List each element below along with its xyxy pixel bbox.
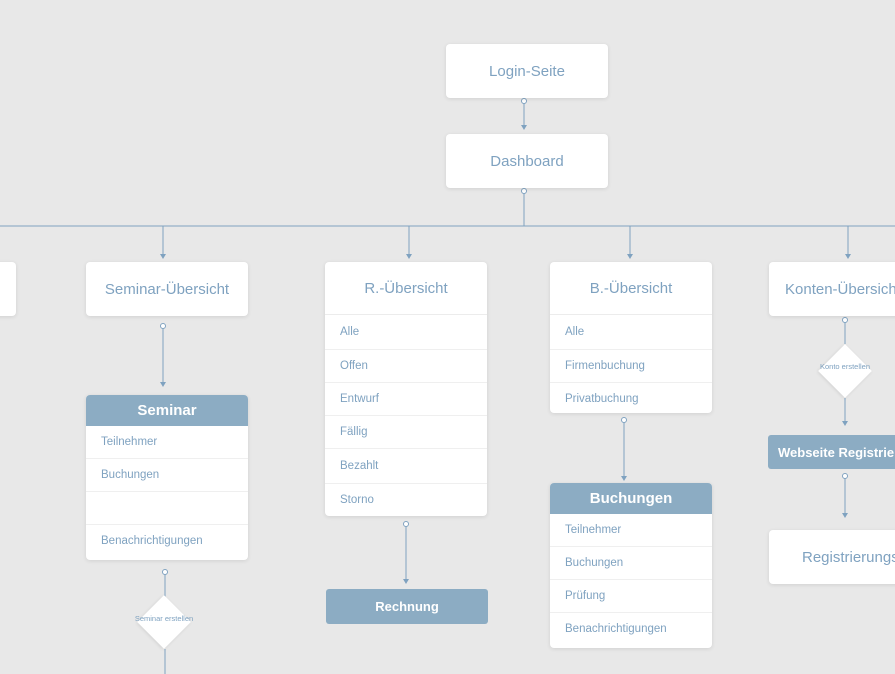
b-overview-item[interactable]: Privatbuchung — [565, 393, 639, 405]
r-overview-item[interactable]: Alle — [325, 315, 487, 350]
buchungen-item[interactable]: Benachrichtigungen — [565, 623, 667, 635]
buchungen-card: Buchungen Teilnehmer Buchungen Prüfung B… — [550, 483, 712, 648]
seminar-overview-node[interactable]: Seminar-Übersicht — [86, 262, 248, 316]
b-overview-item[interactable]: Alle — [550, 315, 712, 350]
buchungen-item[interactable]: Teilnehmer — [550, 514, 712, 547]
seminar-item[interactable]: Buchungen — [86, 459, 248, 492]
konto-erstellen-label: Konto erstellen — [819, 362, 871, 371]
seminar-erstellen-label: Seminar erstellen — [134, 614, 194, 623]
seminar-header[interactable]: Seminar — [86, 395, 248, 426]
r-overview-item[interactable]: Offen — [325, 350, 487, 383]
buchungen-item[interactable]: Buchungen — [550, 547, 712, 580]
r-overview-item[interactable]: Fällig — [325, 416, 487, 449]
registrierung-node[interactable]: Registrierungs — [769, 530, 895, 584]
buchungen-item[interactable]: Prüfung — [550, 580, 712, 613]
seminar-item[interactable]: Benachrichtigungen — [101, 535, 203, 547]
r-overview-item[interactable]: Entwurf — [325, 383, 487, 416]
konten-overview-node[interactable]: Konten-Übersicht — [769, 262, 895, 316]
r-overview-item[interactable]: Storno — [340, 494, 374, 506]
buchungen-header[interactable]: Buchungen — [550, 483, 712, 514]
rechnung-node[interactable]: Rechnung — [326, 589, 488, 624]
login-page-node[interactable]: Login-Seite — [446, 44, 608, 98]
seminar-card: Seminar Teilnehmer Buchungen Benachricht… — [86, 395, 248, 560]
r-overview-card: R.-Übersicht Alle Offen Entwurf Fällig B… — [325, 262, 487, 516]
r-overview-title[interactable]: R.-Übersicht — [325, 262, 487, 315]
seminar-item[interactable] — [86, 492, 248, 525]
r-overview-item[interactable]: Bezahlt — [325, 449, 487, 484]
offscreen-card — [0, 262, 16, 316]
b-overview-card: B.-Übersicht Alle Firmenbuchung Privatbu… — [550, 262, 712, 413]
dashboard-node[interactable]: Dashboard — [446, 134, 608, 188]
b-overview-title[interactable]: B.-Übersicht — [550, 262, 712, 315]
seminar-item[interactable]: Teilnehmer — [86, 426, 248, 459]
b-overview-item[interactable]: Firmenbuchung — [550, 350, 712, 383]
webseite-registrierung-node[interactable]: Webseite Registrierung — [768, 435, 895, 469]
